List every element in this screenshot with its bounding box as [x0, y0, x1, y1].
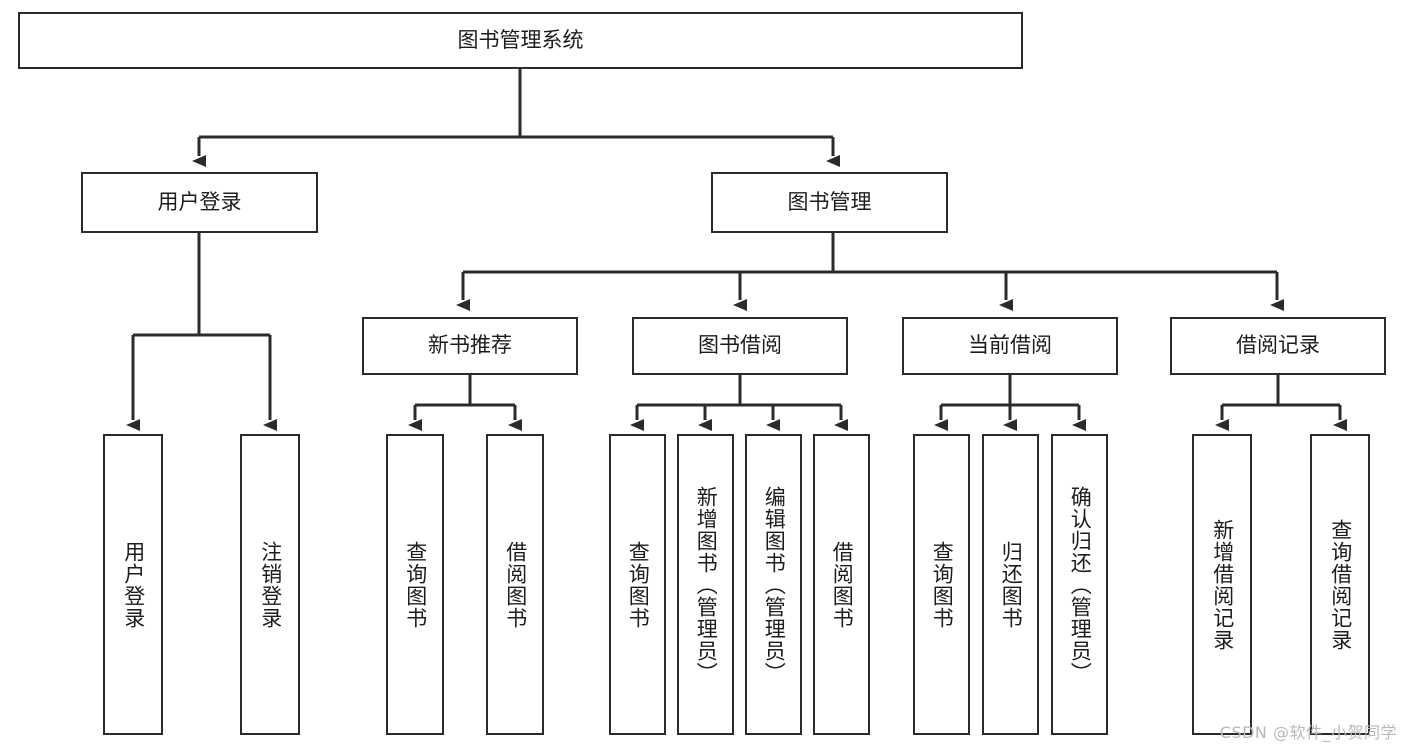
node-leaf-add-borrow-record[interactable]: 新增借阅记录	[1192, 434, 1252, 735]
node-user-login[interactable]: 用户登录	[81, 172, 318, 233]
node-leaf-borrow-book-recommend-label: 借阅图书	[503, 540, 528, 629]
node-leaf-query-book-recommend-label: 查询图书	[403, 540, 428, 629]
node-leaf-query-book-borrow[interactable]: 查询图书	[609, 434, 666, 735]
node-leaf-borrow-book[interactable]: 借阅图书	[813, 434, 870, 735]
node-leaf-borrow-book-recommend[interactable]: 借阅图书	[486, 434, 544, 735]
node-leaf-confirm-return-admin-label: 确认归还（管理员）	[1068, 485, 1093, 684]
node-leaf-query-borrow-record-label: 查询借阅记录	[1328, 518, 1353, 651]
node-borrow-records[interactable]: 借阅记录	[1170, 317, 1386, 375]
node-leaf-query-book-recommend[interactable]: 查询图书	[386, 434, 444, 735]
node-borrow-records-label: 借阅记录	[1236, 333, 1320, 358]
node-user-login-label: 用户登录	[157, 189, 242, 214]
node-leaf-add-book-admin-label: 新增图书（管理员）	[694, 485, 719, 684]
node-leaf-add-borrow-record-label: 新增借阅记录	[1210, 518, 1235, 651]
node-root[interactable]: 图书管理系统	[18, 12, 1023, 69]
node-book-borrow[interactable]: 图书借阅	[632, 317, 848, 375]
node-leaf-confirm-return-admin[interactable]: 确认归还（管理员）	[1051, 434, 1108, 735]
node-current-borrow-label: 当前借阅	[968, 333, 1052, 358]
node-book-management-label: 图书管理	[787, 189, 872, 214]
node-leaf-user-login[interactable]: 用户登录	[103, 434, 163, 735]
node-root-label: 图书管理系统	[457, 27, 584, 52]
node-leaf-logout-label: 注销登录	[258, 540, 283, 629]
node-leaf-user-login-label: 用户登录	[121, 540, 146, 629]
node-leaf-add-book-admin[interactable]: 新增图书（管理员）	[677, 434, 734, 735]
node-current-borrow[interactable]: 当前借阅	[902, 317, 1118, 375]
node-book-management[interactable]: 图书管理	[711, 172, 948, 233]
node-leaf-borrow-book-label: 借阅图书	[830, 540, 855, 629]
node-leaf-query-book-current[interactable]: 查询图书	[913, 434, 970, 735]
node-leaf-logout[interactable]: 注销登录	[240, 434, 300, 735]
node-leaf-return-book-label: 归还图书	[999, 540, 1024, 629]
node-leaf-edit-book-admin[interactable]: 编辑图书（管理员）	[745, 434, 802, 735]
node-leaf-query-borrow-record[interactable]: 查询借阅记录	[1310, 434, 1370, 735]
node-leaf-return-book[interactable]: 归还图书	[982, 434, 1039, 735]
node-new-book-recommend[interactable]: 新书推荐	[362, 317, 578, 375]
node-book-borrow-label: 图书借阅	[698, 333, 782, 358]
node-new-book-recommend-label: 新书推荐	[428, 333, 512, 358]
node-leaf-query-book-borrow-label: 查询图书	[626, 540, 651, 629]
node-leaf-query-book-current-label: 查询图书	[930, 540, 955, 629]
node-leaf-edit-book-admin-label: 编辑图书（管理员）	[762, 485, 787, 684]
